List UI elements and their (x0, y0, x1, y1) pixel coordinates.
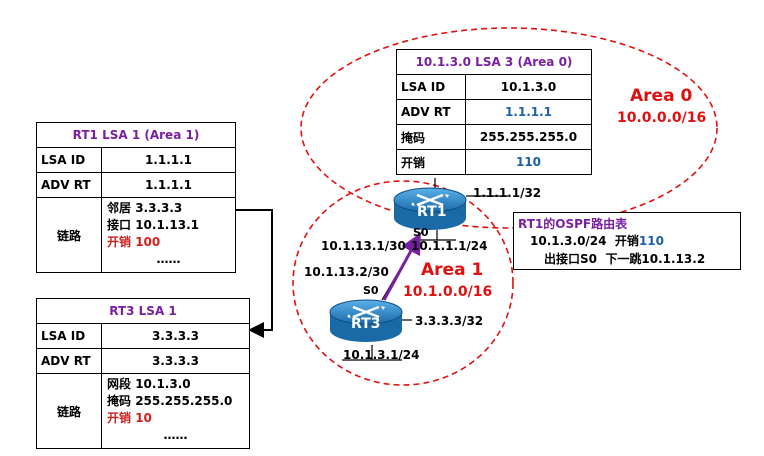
adv-rt-label: ADV RT (36, 172, 102, 198)
segment-line: 网段 10.1.3.0 (107, 376, 244, 393)
adv-rt-value: 3.3.3.3 (101, 348, 250, 374)
route-out-if-label: 出接口 (544, 252, 581, 266)
lsa-id-value: 1.1.1.1 (101, 147, 236, 173)
ellipsis: …… (163, 428, 188, 442)
cost-label: 开销 (396, 149, 466, 175)
lsa-id-value: 3.3.3.3 (101, 323, 250, 349)
rt1-lan-ip: 10.1.1.1/24 (411, 239, 488, 253)
route-cost: 110 (638, 234, 664, 248)
area0-boundary (300, 27, 718, 229)
route-table-title: RT1的OSPF路由表 (518, 217, 628, 231)
ellipsis: …… (156, 252, 181, 266)
area0-network: 10.0.0.0/16 (617, 110, 707, 126)
route-out-if: S0 (580, 252, 598, 266)
cost-label: 开销 (107, 411, 132, 425)
mask-line: 掩码 255.255.255.0 (107, 393, 244, 410)
route-entry-line2: 出接口S0 下一跳10.1.13.2 (544, 250, 705, 267)
cost-value: 100 (135, 235, 161, 249)
area0-name: Area 0 (630, 86, 693, 106)
adv-rt-value: 1.1.1.1 (101, 172, 236, 198)
neighbor-value: 3.3.3.3 (135, 201, 183, 215)
area1-name: Area 1 (421, 260, 484, 280)
route-dest: 10.1.3.0/24 (530, 234, 607, 248)
mask-value: 255.255.255.0 (465, 124, 592, 150)
links-cell: 邻居 3.3.3.3 接口 10.1.13.1 开销 100 …… (101, 197, 236, 273)
interface-value: 10.1.13.1 (135, 218, 199, 232)
lsa-id-value: 10.1.3.0 (465, 74, 592, 100)
links-cell: 网段 10.1.3.0 掩码 255.255.255.0 开销 10 …… (101, 373, 250, 449)
lsa3-title: 10.1.3.0 LSA 3 (Area 0) (396, 49, 592, 75)
links-label: 链路 (36, 373, 102, 449)
area1-network: 10.1.0.0/16 (403, 284, 493, 300)
route-next-hop: 10.1.13.2 (641, 252, 706, 266)
rt3-s0-ip: 10.1.13.2/30 (304, 265, 389, 279)
neighbor-link-arrow (213, 209, 273, 338)
cost-label: 开销 (107, 235, 132, 249)
rt1-route-table: RT1的OSPF路由表 10.1.3.0/24 开销110 出接口S0 下一跳1… (513, 212, 741, 270)
rt1-lsa1-table: RT1 LSA 1 (Area 1) LSA ID 1.1.1.1 ADV RT… (36, 122, 236, 273)
adv-rt-label: ADV RT (396, 99, 466, 125)
rt3-loopback: 3.3.3.3/32 (415, 314, 484, 328)
lsa-flood-arrow (382, 232, 421, 301)
rt3-lsa1-title: RT3 LSA 1 (36, 298, 250, 324)
links-label: 链路 (36, 197, 102, 273)
lsa-id-label: LSA ID (396, 74, 466, 100)
rt3-router-icon (329, 299, 403, 342)
rt1-label: RT1 (417, 204, 447, 220)
lsa3-table: 10.1.3.0 LSA 3 (Area 0) LSA ID 10.1.3.0 … (396, 49, 592, 175)
mask-label: 掩码 (396, 124, 466, 150)
route-cost-label: 开销 (614, 234, 639, 248)
mask-value: 255.255.255.0 (135, 394, 233, 408)
rt3-lan-ip: 10.1.3.1/24 (343, 348, 420, 362)
adv-rt-label: ADV RT (36, 348, 102, 374)
rt1-lsa1-title: RT1 LSA 1 (Area 1) (36, 122, 236, 148)
interface-line: 接口 10.1.13.1 (107, 217, 230, 234)
rt3-label: RT3 (351, 316, 381, 332)
rt1-router-icon (393, 187, 467, 230)
cost-value: 10 (135, 411, 152, 425)
route-entry-line1: 10.1.3.0/24 开销110 (530, 232, 664, 249)
cost-line: 开销 10 (107, 410, 244, 427)
lsa-id-label: LSA ID (36, 147, 102, 173)
lsa-id-label: LSA ID (36, 323, 102, 349)
segment-value: 10.1.3.0 (135, 377, 191, 391)
neighbor-line: 邻居 3.3.3.3 (107, 200, 230, 217)
rt3-lsa1-table: RT3 LSA 1 LSA ID 3.3.3.3 ADV RT 3.3.3.3 … (36, 298, 250, 449)
cost-value: 110 (465, 149, 592, 175)
adv-rt-value: 1.1.1.1 (465, 99, 592, 125)
rt3-s0-label: S0 (363, 284, 379, 297)
segment-label: 网段 (107, 377, 132, 391)
route-next-hop-label: 下一跳 (605, 252, 642, 266)
rt1-loopback: 1.1.1.1/32 (473, 186, 542, 200)
neighbor-label: 邻居 (107, 201, 132, 215)
interface-label: 接口 (107, 218, 132, 232)
rt1-s0-label: S0 (413, 226, 429, 239)
cost-line: 开销 100 (107, 234, 230, 251)
rt1-s0-ip: 10.1.13.1/30 (321, 239, 406, 253)
area1-boundary (292, 180, 514, 386)
mask-label: 掩码 (107, 394, 132, 408)
